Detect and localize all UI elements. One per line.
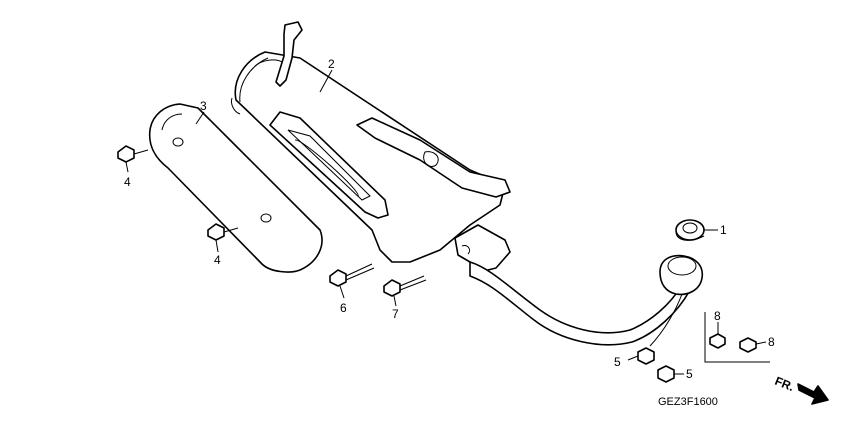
callout-4-lower: 4 bbox=[214, 253, 221, 267]
muffler-body bbox=[231, 21, 511, 273]
bolt-7 bbox=[383, 275, 427, 297]
bolt-4-upper bbox=[117, 145, 149, 163]
callout-4-upper: 4 bbox=[124, 175, 131, 189]
callout-2: 2 bbox=[328, 57, 335, 71]
grommet-group-bracket bbox=[704, 312, 770, 363]
diagram-code: GEZ3F1600 bbox=[658, 396, 718, 408]
grommet-8-right bbox=[739, 337, 757, 353]
callout-8-left: 8 bbox=[714, 309, 721, 323]
callout-8-right: 8 bbox=[768, 335, 775, 349]
callout-5-right: 5 bbox=[686, 367, 693, 381]
exhaust-pipe bbox=[469, 254, 704, 347]
callout-5-left: 5 bbox=[614, 355, 621, 369]
bolt-6 bbox=[329, 263, 375, 287]
callout-7: 7 bbox=[392, 307, 399, 321]
grommet-8-left bbox=[709, 333, 726, 349]
front-arrow-icon bbox=[797, 383, 829, 405]
nut-5-right bbox=[657, 365, 675, 383]
bolt-4-lower bbox=[207, 223, 239, 241]
heat-shield bbox=[148, 103, 323, 273]
leader-lines bbox=[125, 69, 767, 375]
nut-5-left bbox=[637, 347, 655, 365]
gasket bbox=[675, 219, 705, 241]
callout-3: 3 bbox=[200, 99, 207, 113]
front-direction-label: FR. bbox=[773, 374, 796, 394]
front-direction-indicator: FR. bbox=[773, 374, 829, 405]
callout-6: 6 bbox=[340, 301, 347, 315]
callout-1: 1 bbox=[720, 223, 727, 237]
